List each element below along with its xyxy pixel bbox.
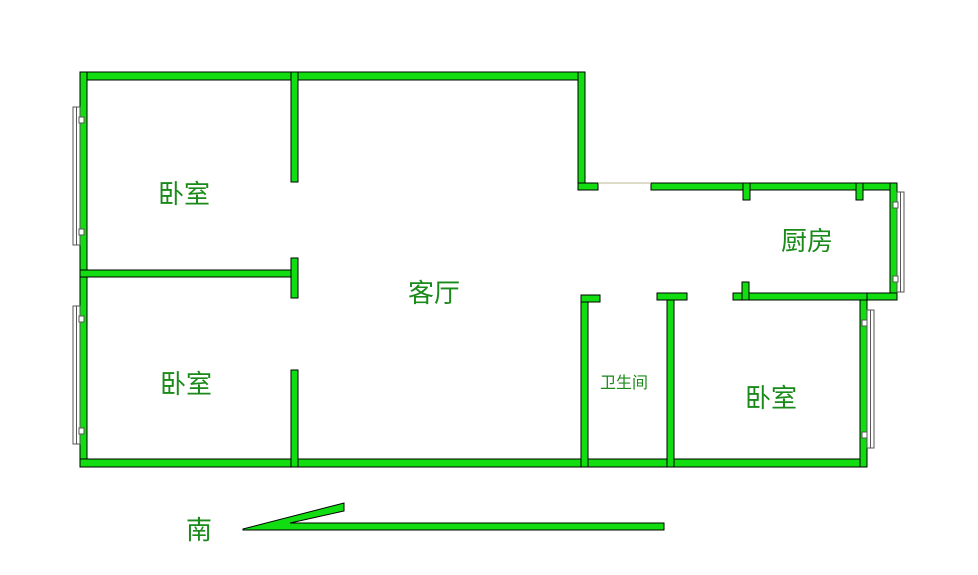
- wall-bath-west: [580, 294, 589, 468]
- wall-kitchen-stub: [741, 281, 750, 301]
- room-label-bedroom-nw: 卧室: [158, 180, 210, 210]
- wall-kitchen-top-stub-1: [742, 182, 751, 201]
- wall-living-right: [577, 71, 586, 191]
- wall-bottom: [79, 458, 867, 468]
- wall-east: [859, 292, 868, 468]
- window-west-upper: [72, 106, 85, 246]
- room-label-bedroom-se: 卧室: [745, 384, 797, 414]
- left-arrow-icon: [242, 502, 665, 531]
- wall-bedroom-divider: [79, 269, 299, 278]
- room-label-bathroom: 卫生间: [600, 373, 648, 392]
- window-kitchen-east: [892, 191, 905, 293]
- wall-top: [79, 71, 586, 81]
- wall-living-west-mid: [290, 257, 299, 299]
- wall-living-west-upper: [290, 71, 299, 183]
- wall-bath-west-cap: [580, 294, 601, 303]
- room-label-living-room: 客厅: [408, 279, 460, 309]
- wall-bath-east: [666, 292, 675, 468]
- wall-kitchen-bottom: [732, 292, 868, 301]
- compass-label: 南: [186, 516, 212, 546]
- window-west-lower: [72, 305, 85, 445]
- wall-living-west-lower: [290, 369, 299, 468]
- wall-step-stub: [577, 182, 599, 191]
- wall-kitchen-top-stub-2: [855, 182, 864, 201]
- room-label-bedroom-sw: 卧室: [160, 370, 212, 400]
- room-label-kitchen: 厨房: [781, 227, 833, 257]
- interior-walls: [79, 71, 868, 468]
- wall-bath-east-cap: [656, 292, 688, 301]
- window-east-bedroom: [861, 309, 875, 449]
